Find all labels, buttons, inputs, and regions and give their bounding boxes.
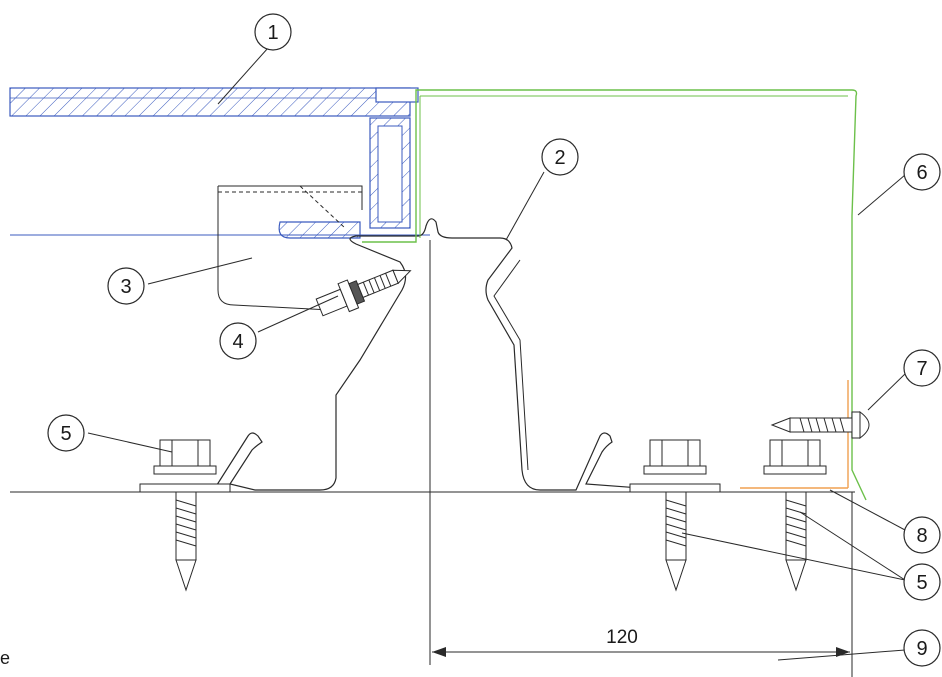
bracket <box>217 185 363 311</box>
callout-5-left: 5 <box>47 414 85 452</box>
vertical-screw-right <box>763 439 827 592</box>
svg-text:1: 1 <box>267 22 278 44</box>
edge-fragment-text: e <box>0 648 10 668</box>
panel-sheet <box>9 87 419 239</box>
horizontal-screw <box>770 411 870 439</box>
profile-sheet <box>140 218 720 491</box>
svg-text:5: 5 <box>60 423 71 445</box>
svg-text:9: 9 <box>916 638 927 660</box>
callout-2: 2 <box>541 138 579 176</box>
angled-screw <box>315 269 412 317</box>
callout-3: 3 <box>107 267 145 305</box>
callout-4: 4 <box>219 322 257 360</box>
edge-flashing <box>362 89 867 501</box>
dimension-label: 120 <box>606 627 638 648</box>
callout-1: 1 <box>254 13 292 51</box>
callout-9: 9 <box>903 629 941 667</box>
callout-6: 6 <box>903 153 941 191</box>
svg-text:7: 7 <box>916 358 927 380</box>
vertical-screw-middle <box>629 439 721 592</box>
svg-text:2: 2 <box>554 147 565 169</box>
svg-text:8: 8 <box>916 525 927 547</box>
sealing-strip <box>740 380 849 489</box>
svg-text:6: 6 <box>916 162 927 184</box>
dimension-120: 120 <box>432 627 850 657</box>
callout-8: 8 <box>903 516 941 554</box>
leader-lines <box>87 47 907 661</box>
callout-7: 7 <box>903 349 941 387</box>
svg-text:5: 5 <box>916 572 927 594</box>
profile-sheet-inner <box>493 259 529 471</box>
svg-text:4: 4 <box>232 331 243 353</box>
svg-text:3: 3 <box>120 276 131 298</box>
callout-5-right: 5 <box>903 563 941 601</box>
vertical-screw-left <box>139 439 231 592</box>
bracket-diagonal <box>299 185 346 229</box>
